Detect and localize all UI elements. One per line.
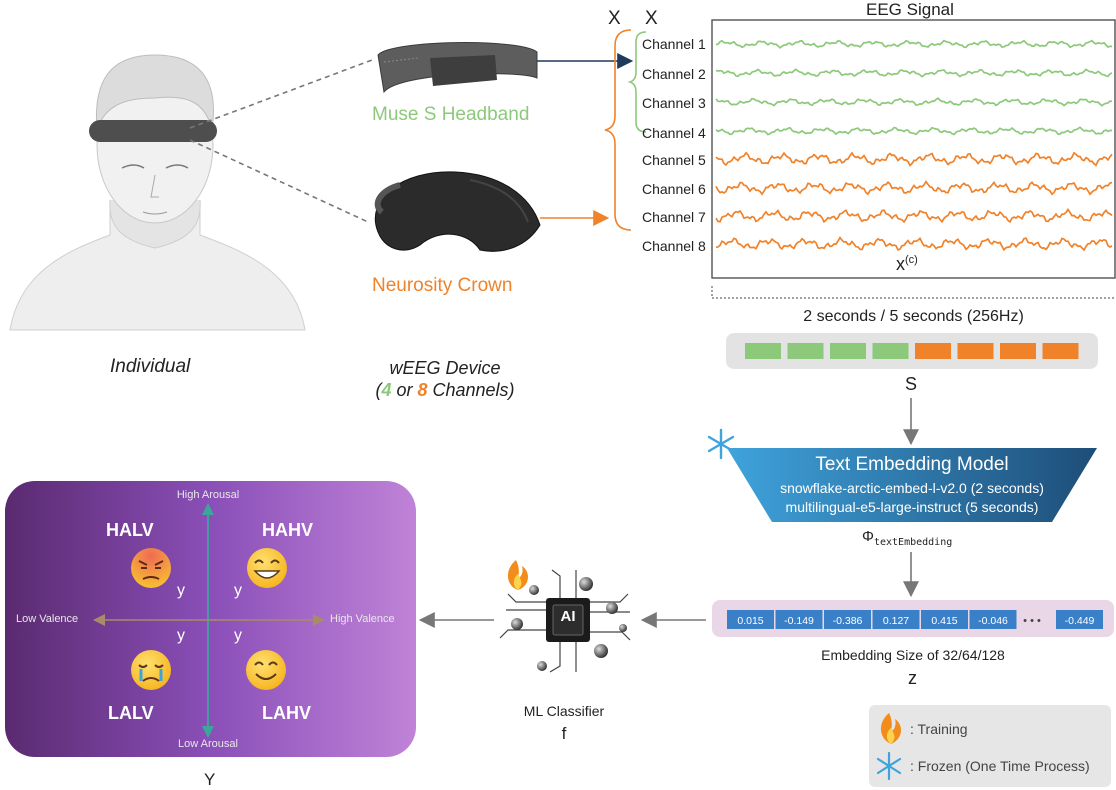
device-caption-line2: (4 or 8 Channels) [375, 380, 515, 400]
s-label: S [905, 374, 918, 394]
snowflake-icon-model [707, 428, 735, 460]
sequence-token-4 [872, 343, 909, 359]
eeg-wave-channel-5 [715, 151, 1113, 167]
x-label-inner: X [645, 8, 658, 29]
sequence-bar [726, 333, 1098, 369]
individual-illustration [9, 54, 306, 331]
eeg-wave-channel-1 [715, 39, 1113, 49]
high-arousal-label: High Arousal [176, 489, 240, 501]
embedding-cell-4 [872, 610, 920, 629]
snowflake-icon-legend [876, 751, 902, 781]
y-label-lahv: y [234, 627, 242, 644]
brace-4-channels [627, 31, 647, 133]
embedding-cell-5 [921, 610, 968, 629]
halv-label: HALV [106, 520, 154, 540]
device-caption-line1: wEEG Device [389, 358, 501, 378]
classifier-label: ML Classifier [523, 703, 605, 719]
channel-label-3: Channel 3 [642, 95, 706, 111]
channel-label-6: Channel 6 [642, 181, 706, 197]
channel-label-8: Channel 8 [642, 238, 706, 254]
grinning-face-icon [247, 548, 287, 588]
embedding-cell-last [1056, 610, 1103, 629]
headband-on-head [89, 120, 217, 142]
sequence-token-7 [1000, 343, 1036, 359]
smiling-face-icon [246, 650, 286, 690]
eeg-wave-channel-4 [715, 126, 1113, 136]
muse-label: Muse S Headband [372, 104, 530, 125]
emotion-panel [5, 481, 416, 757]
embedding-cell-3 [824, 610, 871, 629]
model-name-1: snowflake-arctic-embed-l-v2.0 (2 seconds… [780, 480, 1044, 496]
sequence-token-6 [957, 343, 994, 359]
ai-chip-icon [499, 569, 631, 673]
channel-label-1: Channel 1 [642, 36, 706, 52]
y-label-halv: y [177, 582, 185, 599]
legend-frozen: : Frozen (One Time Process) [910, 758, 1090, 774]
model-name-2: multilingual-e5-large-instruct (5 second… [785, 499, 1039, 515]
low-arousal-label: Low Arousal [178, 738, 238, 750]
embedding-value-6: -0.046 [978, 615, 1008, 627]
brace-8-channels [604, 29, 632, 231]
duration-label: 2 seconds / 5 seconds (256Hz) [803, 308, 1024, 325]
sequence-token-2 [787, 343, 824, 359]
sequence-token-1 [745, 343, 781, 359]
signal-symbol: x(c) [896, 254, 918, 274]
neurosity-label: Neurosity Crown [372, 275, 513, 296]
embedding-value-last: -0.449 [1065, 615, 1095, 627]
embedding-ellipsis: • • • [1023, 615, 1041, 627]
low-valence-label: Low Valence [16, 613, 79, 625]
y-label-lalv: y [177, 627, 185, 644]
angry-face-icon [131, 548, 171, 588]
embedding-value-2: -0.149 [784, 615, 814, 627]
fire-icon-classifier [507, 560, 528, 590]
embedding-value-1: 0.015 [737, 615, 763, 627]
x-label-outer: X [608, 8, 621, 29]
text-embedding-model-block [727, 448, 1097, 522]
eeg-panel [711, 19, 1116, 279]
channel-label-4: Channel 4 [642, 125, 706, 141]
individual-label: Individual [110, 356, 191, 377]
sequence-token-5 [915, 343, 951, 359]
f-label: f [561, 724, 567, 743]
eeg-wave-channel-7 [715, 207, 1113, 224]
sequence-token-3 [830, 343, 866, 359]
eeg-wave-channel-8 [715, 236, 1113, 252]
model-title: Text Embedding Model [815, 454, 1009, 475]
high-valence-label: High Valence [330, 613, 395, 625]
hahv-label: HAHV [262, 520, 314, 540]
neurosity-crown-illustration [374, 171, 541, 252]
channel-label-7: Channel 7 [642, 209, 706, 225]
Y-label: Y [204, 770, 216, 789]
channel-label-2: Channel 2 [642, 66, 706, 82]
embedding-value-3: -0.386 [833, 615, 863, 627]
lalv-label: LALV [108, 703, 154, 723]
embedding-cell-1 [727, 610, 774, 629]
legend-training: : Training [910, 721, 968, 737]
embedding-cell-6 [969, 610, 1017, 629]
eeg-wave-channel-2 [715, 68, 1113, 78]
embedding-value-4: 0.127 [883, 615, 909, 627]
muse-headband-illustration [377, 42, 538, 94]
eeg-wave-channel-3 [715, 97, 1113, 107]
eeg-title: EEG Signal [866, 0, 954, 19]
eeg-waves [715, 39, 1113, 252]
legend-box [869, 705, 1111, 787]
fire-icon-legend [880, 713, 901, 744]
ai-chip-label: AI [560, 608, 576, 625]
eeg-wave-channel-6 [715, 180, 1113, 196]
lahv-label: LAHV [262, 703, 311, 723]
phi-symbol: ΦtextEmbedding [862, 528, 953, 548]
embedding-cell-2 [775, 610, 823, 629]
z-label: z [908, 668, 917, 688]
y-label-hahv: y [234, 582, 242, 599]
channel-label-5: Channel 5 [642, 152, 706, 168]
embedding-value-5: 0.415 [931, 615, 957, 627]
embedding-size-label: Embedding Size of 32/64/128 [821, 647, 1005, 663]
sequence-token-8 [1042, 343, 1079, 359]
crying-face-icon [131, 650, 171, 690]
